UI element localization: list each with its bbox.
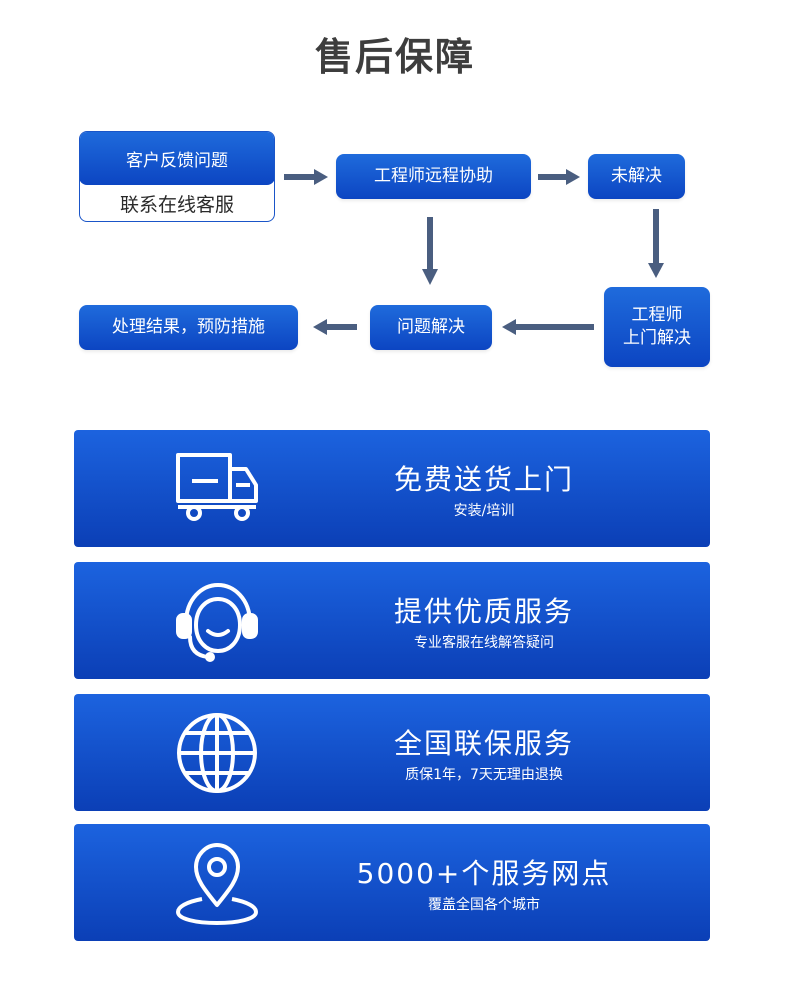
truck-icon [176, 453, 258, 521]
customer-service-headset-icon [176, 582, 258, 662]
feature-subtitle: 安装/培训 [453, 503, 515, 519]
arrow-down-icon [648, 209, 664, 278]
engineer-onsite-box: 工程师 上门解决 [604, 287, 710, 367]
engineer-onsite-line1: 工程师 [631, 305, 683, 326]
arrow-left-icon [313, 319, 357, 335]
feature-card-service: 提供优质服务 专业客服在线解答疑问 [74, 562, 710, 679]
handle-result-box: 处理结果，预防措施 [79, 305, 298, 350]
arrow-right-icon [284, 169, 328, 185]
engineer-remote-box: 工程师远程协助 [336, 154, 531, 199]
feature-title: 全国联保服务 [393, 727, 574, 760]
feature-subtitle: 覆盖全国各个城市 [428, 897, 540, 913]
feature-subtitle: 专业客服在线解答疑问 [414, 635, 554, 651]
arrow-down-icon [422, 217, 438, 285]
feature-title: 5000+个服务网点 [356, 857, 612, 890]
problem-solved-box: 问题解决 [370, 305, 492, 350]
feature-title: 提供优质服务 [393, 595, 574, 628]
arrow-right-icon [538, 169, 580, 185]
globe-icon [177, 713, 257, 793]
contact-online-label: 联系在线客服 [119, 194, 234, 216]
feature-card-delivery: 免费送货上门 安装/培训 [74, 430, 710, 547]
customer-feedback-box: 客户反馈问题 联系在线客服 [79, 131, 275, 222]
arrow-left-icon [502, 319, 594, 335]
customer-feedback-label: 客户反馈问题 [80, 132, 274, 185]
feature-subtitle: 质保1年，7天无理由退换 [405, 767, 563, 783]
unresolved-box: 未解决 [588, 154, 685, 199]
feature-card-network: 5000+个服务网点 覆盖全国各个城市 [74, 824, 710, 941]
page-title: 售后保障 [314, 35, 475, 79]
location-pin-icon [176, 843, 258, 925]
engineer-onsite-line2: 上门解决 [623, 328, 691, 348]
feature-card-warranty: 全国联保服务 质保1年，7天无理由退换 [74, 694, 710, 811]
feature-title: 免费送货上门 [393, 463, 574, 496]
